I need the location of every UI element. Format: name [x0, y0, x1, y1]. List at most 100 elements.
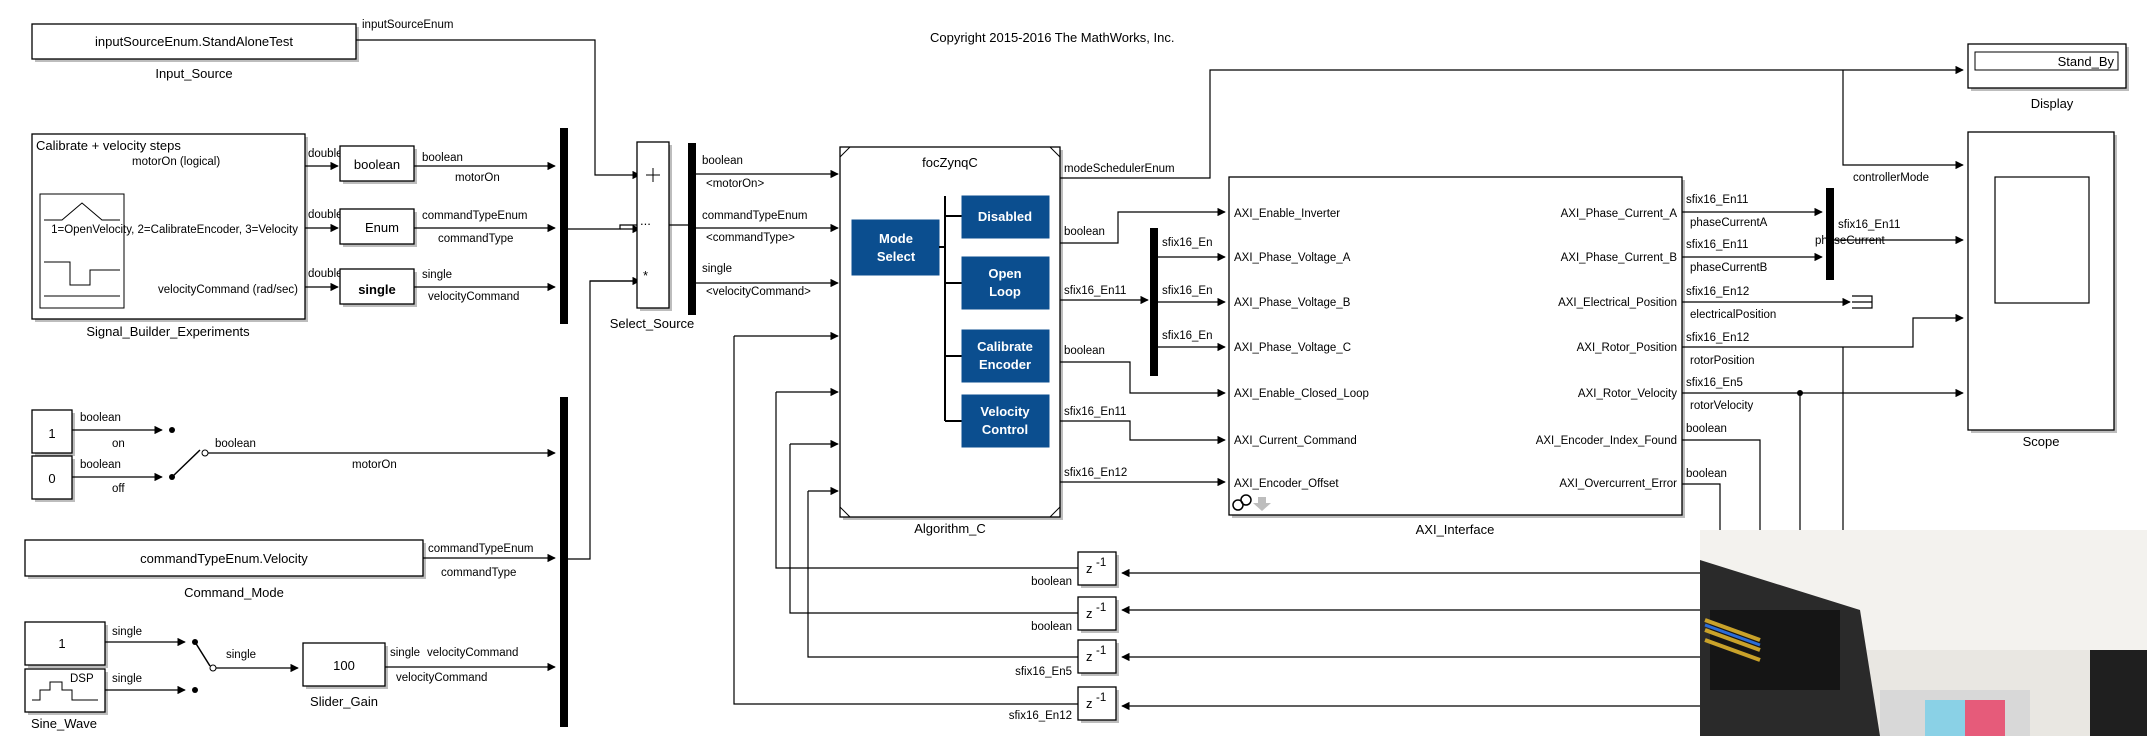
bus-out-t1: boolean [702, 155, 743, 167]
wire-bus-1[interactable] [568, 224, 640, 230]
wire-enable-closed-loop[interactable] [1060, 361, 1226, 398]
mux-out-name: phaseCurrent [1815, 235, 1885, 247]
convert-boolean-text: boolean [354, 157, 400, 172]
wire-enable-inverter[interactable] [1060, 207, 1226, 244]
unit-delay-1[interactable]: z -1 [1077, 551, 1119, 588]
bus-creator-2[interactable] [560, 397, 568, 727]
delay-3-type: sfix16_En5 [1015, 666, 1072, 678]
axi-out-name-1: phaseCurrentA [1690, 217, 1768, 229]
scope-block[interactable] [1967, 131, 2117, 433]
unit-delay-2[interactable]: z -1 [1077, 596, 1119, 633]
demux[interactable] [1150, 228, 1158, 376]
axi-interface-block[interactable]: AXI_Enable_Inverter AXI_Phase_Voltage_A … [1228, 176, 1685, 518]
command-mode-signal: commandType [441, 567, 516, 579]
command-mode-label: Command_Mode [184, 585, 284, 600]
webcam-overlay [1700, 530, 2147, 736]
state-velocity-l1: Velocity [980, 404, 1030, 419]
delay-4-type: sfix16_En12 [1009, 710, 1072, 722]
axi-out-type-4: sfix16_En12 [1686, 332, 1749, 344]
switch-out-type: boolean [215, 438, 256, 450]
alg-out4-type: boolean [1064, 345, 1105, 357]
convert-boolean-block[interactable]: boolean [339, 145, 417, 184]
axi-in-6: AXI_Current_Command [1234, 435, 1357, 447]
mode-select-block[interactable] [851, 219, 940, 276]
terminator-icon [1852, 295, 1873, 309]
wire-input-source[interactable] [356, 39, 641, 180]
bus-out-t2: commandTypeEnum [702, 210, 807, 222]
bus-out-s1: <motorOn> [706, 178, 764, 190]
slider-gain-label: Slider_Gain [310, 694, 378, 709]
unit-delay-3[interactable]: z -1 [1077, 639, 1119, 676]
delay-1-z: z [1086, 561, 1093, 576]
const-on-type: boolean [80, 412, 121, 424]
state-open-loop[interactable] [961, 256, 1050, 310]
unit-delay-4[interactable]: z -1 [1077, 686, 1119, 723]
signal-builder-port1: motorOn (logical) [132, 156, 220, 168]
alg-out2-type: boolean [1064, 226, 1105, 238]
algorithm-c-block[interactable]: focZynqC Mode Select Disabled Open Loop … [839, 146, 1063, 520]
scope-screen [1994, 176, 2090, 304]
command-mode-value: commandTypeEnum.Velocity [140, 551, 308, 566]
command-mode-block[interactable]: commandTypeEnum.Velocity [24, 539, 426, 579]
delay-3-z: z [1086, 649, 1093, 664]
bus-out-s2: <commandType> [706, 232, 795, 244]
wire-current-command[interactable] [1060, 420, 1226, 445]
wire-mode-scheduler[interactable] [1060, 65, 1964, 179]
mode-select-line1: Mode [879, 231, 913, 246]
axi-out-3: AXI_Electrical_Position [1558, 297, 1677, 309]
axi-out-name-3: electricalPosition [1690, 309, 1776, 321]
state-velocity-control[interactable] [961, 394, 1050, 448]
signal-builder-port3: velocityCommand (rad/sec) [158, 284, 298, 296]
delay-4-exp: -1 [1096, 692, 1106, 704]
mux[interactable] [1826, 188, 1834, 280]
input-source-block[interactable]: inputSourceEnum.StandAloneTest [31, 23, 359, 62]
slider-gain-value: 100 [333, 658, 355, 673]
sine-wave-label: Sine_Wave [31, 716, 97, 731]
axi-out-6: AXI_Encoder_Index_Found [1536, 435, 1677, 447]
constant-one-block[interactable]: 1 [24, 621, 108, 668]
select-source-block[interactable]: ... * [636, 141, 672, 311]
wire-controller-mode[interactable] [1842, 70, 1964, 170]
demux-label-2: sfix16_En [1162, 285, 1213, 297]
state-disabled[interactable] [961, 195, 1050, 239]
sb-out3-type: double [308, 268, 343, 280]
wire-delay2-back[interactable] [789, 444, 1078, 614]
wire-delay3-back[interactable] [807, 491, 1078, 658]
wire-delay1-back[interactable] [775, 392, 1078, 569]
gain-out-type: single [390, 647, 420, 659]
constant-one-text: 1 [58, 636, 65, 651]
constant-off-block[interactable]: 0 [31, 455, 75, 502]
conv-out1-name: motorOn [455, 172, 500, 184]
bus-selector[interactable] [688, 143, 696, 315]
constant-on-block[interactable]: 1 [31, 409, 75, 456]
axi-out-type-6: boolean [1686, 423, 1727, 435]
axi-label: AXI_Interface [1416, 522, 1495, 537]
demux-label-1: sfix16_En [1162, 237, 1213, 249]
axi-out-name-2: phaseCurrentB [1690, 262, 1768, 274]
sine-wave-block[interactable]: DSP [24, 668, 108, 715]
const-on-label: on [112, 438, 125, 450]
delay-1-exp: -1 [1096, 557, 1106, 569]
wire-rotor-position[interactable] [1682, 313, 1964, 348]
command-mode-type: commandTypeEnum [428, 543, 533, 555]
axi-out-type-1: sfix16_En11 [1686, 194, 1748, 206]
const-off-type: boolean [80, 459, 121, 471]
manual-switch-velocity[interactable] [192, 639, 217, 693]
wire-delay4-back[interactable] [733, 336, 1078, 705]
signal-builder-block[interactable]: Calibrate + velocity steps motorOn (logi… [31, 133, 308, 322]
slider-gain-block[interactable]: 100 [302, 642, 388, 689]
input-source-signal: inputSourceEnum [362, 19, 453, 31]
bus-creator-1[interactable] [560, 128, 568, 324]
axi-in-2: AXI_Phase_Voltage_A [1234, 252, 1351, 264]
copyright-text: Copyright 2015-2016 The MathWorks, Inc. [930, 30, 1174, 45]
const-off-label: off [112, 483, 125, 495]
sb-out1-type: double [308, 148, 343, 160]
convert-single-block[interactable]: single [339, 268, 417, 307]
manual-switch-motoron[interactable] [169, 427, 209, 480]
display-block[interactable]: Stand_By [1967, 43, 2129, 91]
convert-enum-block[interactable]: Enum [339, 208, 417, 247]
state-calibrate-encoder[interactable] [961, 329, 1050, 383]
convert-single-text: single [358, 282, 396, 297]
link-icon [1232, 494, 1252, 511]
